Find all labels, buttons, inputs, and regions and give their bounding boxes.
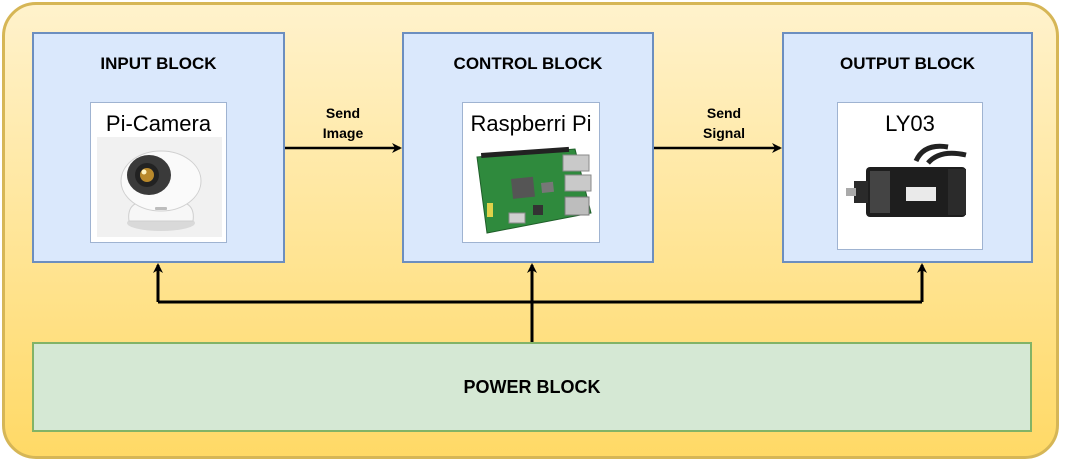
input-block-title: INPUT BLOCK (100, 54, 217, 73)
raspberry-pi-card: Raspberri Pi (462, 102, 600, 243)
control-block: CONTROL BLOCK Raspberri Pi (402, 32, 654, 263)
output-block: OUTPUT BLOCK LY03 (782, 32, 1033, 263)
send-image-label: Send Image (303, 103, 383, 143)
send-signal-label: Send Signal (684, 103, 764, 143)
pi-camera-label: Pi-Camera (105, 111, 212, 136)
send-signal-label-line2: Signal (702, 125, 745, 141)
control-block-title: CONTROL BLOCK (453, 54, 603, 73)
pi-camera-card: Pi-Camera (90, 102, 227, 243)
camera-image (97, 137, 222, 237)
power-block: POWER BLOCK (32, 342, 1032, 432)
raspberry-pi-board-image (471, 143, 595, 237)
send-image-label-line1: Send (325, 105, 361, 121)
ly03-label: LY03 (885, 111, 935, 136)
servo-motor-image (844, 141, 978, 243)
input-block: INPUT BLOCK Pi-Camera (32, 32, 285, 263)
ly03-card: LY03 (837, 102, 983, 250)
send-signal-label-line1: Send (706, 105, 742, 121)
send-image-label-line2: Image (322, 125, 364, 141)
raspberry-pi-label: Raspberri Pi (470, 111, 592, 136)
output-block-title: OUTPUT BLOCK (839, 54, 976, 73)
power-block-title: POWER BLOCK (463, 377, 601, 397)
